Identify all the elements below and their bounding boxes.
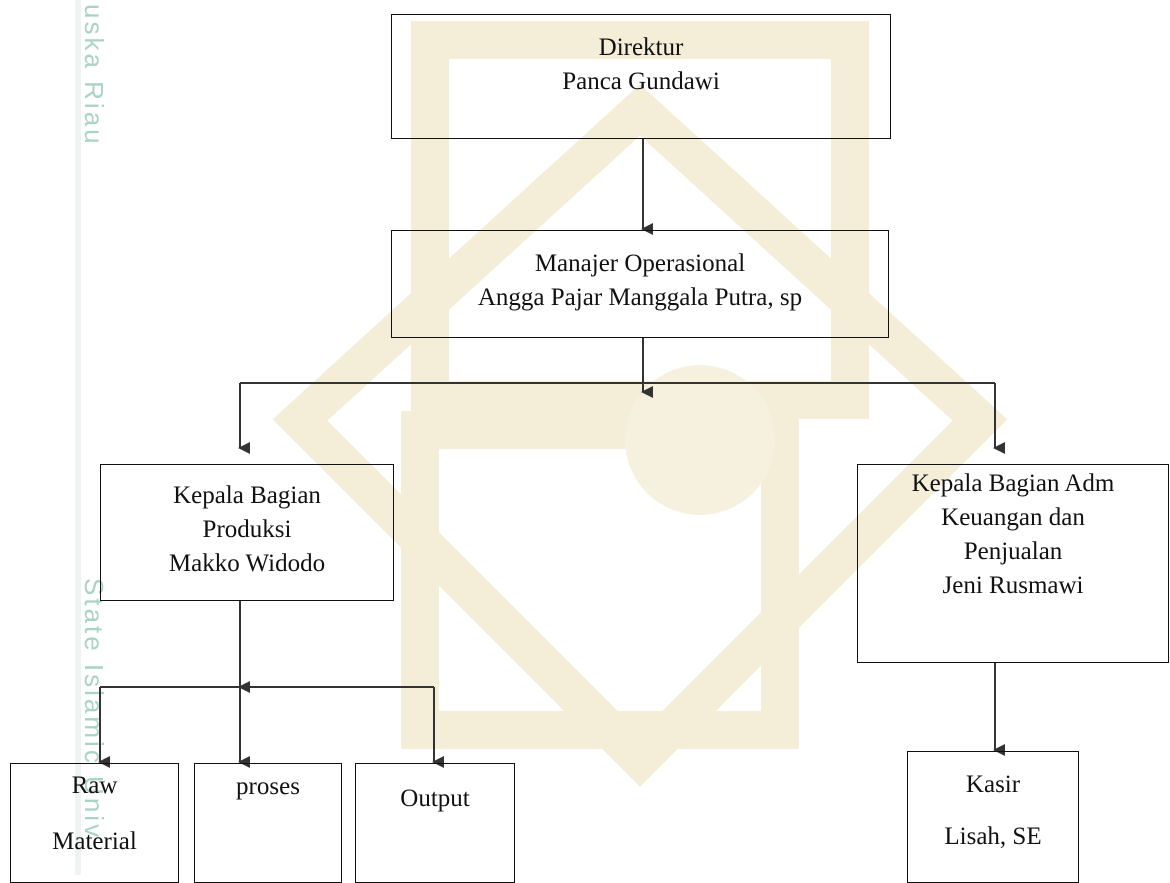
- node-title: Kasir: [965, 771, 1021, 798]
- node-manajer-operasional: Manajer Operasional Angga Pajar Manggala…: [391, 230, 889, 338]
- node-raw-material: Raw Material: [10, 763, 179, 883]
- node-label: proses: [236, 773, 300, 800]
- node-person: Panca Gundawi: [562, 68, 720, 95]
- node-label: Output: [400, 785, 470, 812]
- node-kepala-produksi: Kepala Bagian Produksi Makko Widodo: [100, 464, 394, 601]
- node-proses: proses: [194, 763, 342, 883]
- node-title: Manajer Operasional: [534, 250, 746, 277]
- node-title-line3: Penjualan: [963, 538, 1063, 565]
- node-kepala-keuangan: Kepala Bagian Adm Keuangan dan Penjualan…: [857, 464, 1169, 663]
- node-title-line1: Kepala Bagian Adm: [911, 470, 1115, 497]
- watermark-side-text: uska Riau: [79, 4, 109, 147]
- node-person: Angga Pajar Manggala Putra, sp: [477, 284, 803, 311]
- node-person: Jeni Rusmawi: [942, 572, 1084, 599]
- node-title: Direktur: [598, 34, 684, 61]
- node-person: Lisah, SE: [944, 823, 1042, 850]
- node-kasir: Kasir Lisah, SE: [907, 751, 1079, 883]
- watermark-side-text: State Islamic Univ: [79, 578, 109, 841]
- node-label-line1: Raw: [71, 772, 118, 799]
- node-title-line2: Keuangan dan: [941, 504, 1085, 531]
- node-output: Output: [355, 763, 515, 883]
- node-title-line1: Kepala Bagian: [173, 482, 321, 509]
- node-title-line2: Produksi: [202, 516, 292, 543]
- node-label-line2: Material: [52, 828, 137, 855]
- node-direktur: Direktur Panca Gundawi: [391, 14, 891, 139]
- node-person: Makko Widodo: [168, 550, 326, 577]
